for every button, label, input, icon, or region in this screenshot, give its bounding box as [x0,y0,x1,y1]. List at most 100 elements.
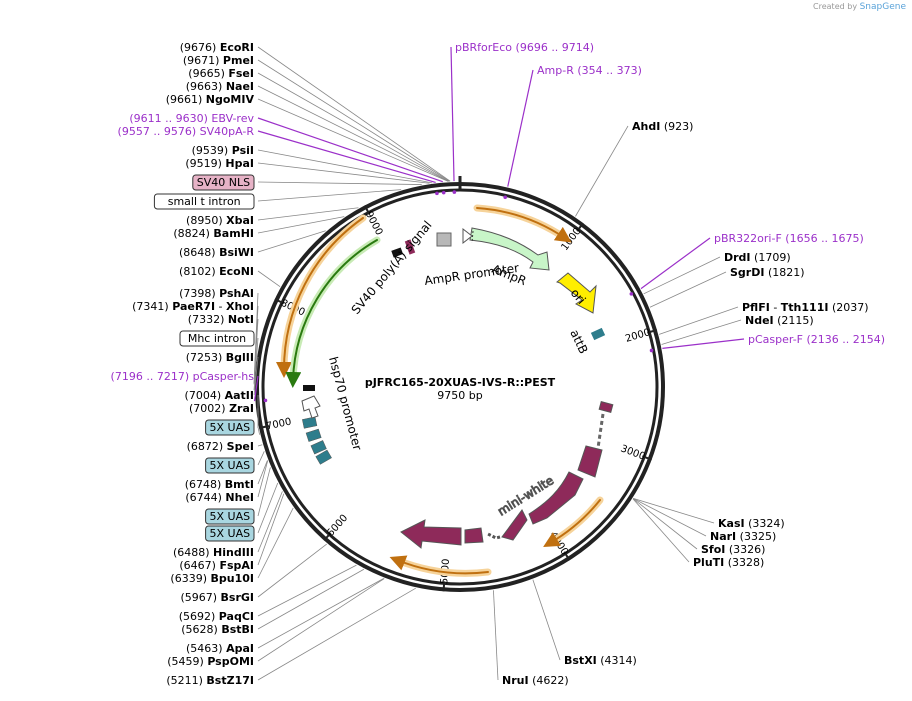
site-position: (3326) [729,543,766,556]
site-name: BglII [226,351,254,364]
sv40-polya-label: SV40 poly(A) signal [349,218,435,317]
enzyme-label[interactable]: (7253) BglII [186,351,254,364]
enzyme-label[interactable]: (7398) PshAI [179,287,254,300]
feature-box-label: 5X UAS [210,421,251,434]
site-position: (5463) [186,642,223,655]
enzyme-label[interactable]: (9519) HpaI [185,157,254,170]
site-position: (5967) [180,591,217,604]
primer-label[interactable]: pBR322ori-F (1656 .. 1675) [714,232,864,245]
site-name: NdeI [745,314,774,327]
enzyme-label[interactable]: (9661) NgoMIV [166,93,255,106]
enzyme-label[interactable]: KasI (3324) [718,517,785,530]
enzyme-label[interactable]: DrdI (1709) [724,251,791,264]
site-name: ZraI [229,402,254,415]
enzyme-label[interactable]: (6744) NheI [185,491,254,504]
site-name: EcoRI [220,41,254,54]
primer-label[interactable]: pBRforEco (9696 .. 9714) [455,41,594,54]
enzyme-label[interactable]: (5211) BstZ17I [166,674,254,687]
enzyme-label[interactable]: PflFI - Tth111I (2037) [742,301,869,314]
leader-line [257,72,449,182]
plasmid-name: pJFRC165-20XUAS-IVS-R::PEST [365,376,556,389]
feature-box [205,525,255,542]
primer-label[interactable]: pCasper-F (2136 .. 2154) [748,333,885,346]
enzyme-label[interactable]: (9663) NaeI [186,80,254,93]
site-position: (7196 .. 7217) [111,370,190,383]
site-name: BamHI [213,227,254,240]
enzyme-label[interactable]: (8102) EcoNI [179,265,254,278]
uas-blocks [302,416,332,465]
site-name: AhdI [632,120,660,133]
leader-line [257,149,433,184]
leader-line [257,216,345,234]
site-position: (5211) [166,674,203,687]
site-position: (7002) [189,402,226,415]
enzyme-label[interactable]: (6339) Bpu10I [170,572,254,585]
enzyme-label[interactable]: (8950) XbaI [186,214,254,227]
primer-label[interactable]: (7196 .. 7217) pCasper-hs [111,370,255,383]
leader-line [632,498,690,563]
enzyme-label[interactable]: NruI (4622) [502,674,569,687]
primer-label[interactable]: (9557 .. 9576) SV40pA-R [118,125,255,138]
site-position: (1821) [768,266,805,279]
primer-marker [441,190,446,195]
site-position: (923) [664,120,694,133]
leader-line [257,181,422,185]
leader-line [257,59,450,182]
enzyme-label[interactable]: AhdI (923) [632,120,693,133]
leader-line [661,319,742,345]
enzyme-label[interactable]: (7332) NotI [188,313,254,326]
site-name: DrdI [724,251,751,264]
enzyme-label[interactable]: (9671) PmeI [183,54,254,67]
leader-line [257,578,385,662]
leader-line [257,130,436,184]
feature-box-label: small t intron [168,195,241,208]
enzyme-label[interactable]: SgrDI (1821) [730,266,805,279]
enzyme-label[interactable]: (7004) AatII [185,389,254,402]
hsp70-label: hsp70 promoter [326,355,364,452]
enzyme-label[interactable]: (6488) HindIII [173,546,254,559]
enzyme-label[interactable]: (5692) PaqCI [179,610,254,623]
primer-marker [649,348,654,353]
scale-tick [363,205,371,215]
site-leaders [253,46,745,681]
site-position: (7398) [179,287,216,300]
site-name: PmeI [223,54,254,67]
site-name: HpaI [225,157,254,170]
enzyme-label[interactable]: (5628) BstBI [181,623,254,636]
enzyme-label[interactable]: (5459) PspOMI [167,655,254,668]
site-position: (3324) [748,517,785,530]
site-position: (8950) [186,214,223,227]
leader-line [659,306,739,335]
enzyme-label[interactable]: (5967) BsrGI [180,591,254,604]
enzyme-label[interactable]: NdeI (2115) [745,314,814,327]
site-position: (2115) [777,314,814,327]
scale-tick [258,425,270,429]
enzyme-label[interactable]: (9665) FseI [188,67,254,80]
enzyme-label[interactable]: (7341) PaeR7I - XhoI [132,300,254,313]
enzyme-label[interactable]: (7002) ZraI [189,402,254,415]
leader-line [507,69,534,187]
enzyme-label[interactable]: (9539) PsiI [192,144,254,157]
primer-marker [435,191,439,196]
enzyme-label[interactable]: (8824) BamHI [173,227,254,240]
feature-box-label: Mhc intron [188,332,246,345]
enzyme-label[interactable]: (6872) SpeI [187,440,254,453]
enzyme-label[interactable]: NarI (3325) [710,530,776,543]
enzyme-label[interactable]: (6467) FspAI [179,559,254,572]
primer-label[interactable]: (9611 .. 9630) EBV-rev [129,112,254,125]
enzyme-label[interactable]: (8648) BsiWI [179,246,254,259]
enzyme-label[interactable]: (5463) ApaI [186,642,254,655]
site-name: BsrGI [221,591,254,604]
enzyme-label[interactable]: (6748) BmtI [185,478,254,491]
enzyme-label[interactable]: PluTI (3328) [693,556,764,569]
primer-label[interactable]: Amp-R (354 .. 373) [537,64,642,77]
enzyme-label[interactable]: BstXI (4314) [564,654,637,667]
enzyme-label[interactable]: SfoI (3326) [701,543,765,556]
site-name: KasI [718,517,745,530]
leader-line [633,498,715,524]
site-name: PaqCI [219,610,254,623]
enzyme-label[interactable]: (9676) EcoRI [180,41,254,54]
site-position: (5692) [179,610,216,623]
scale-tick [576,222,584,232]
site-name: BstBI [221,623,254,636]
